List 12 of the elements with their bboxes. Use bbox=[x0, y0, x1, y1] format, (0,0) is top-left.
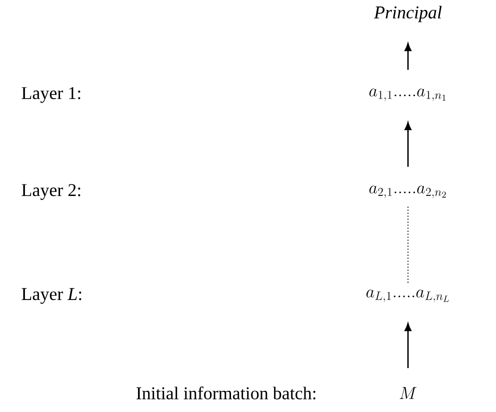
row-label: Layer 1: bbox=[22, 87, 80, 103]
formula-label: $a_{2,1}.....a_{2,n_2}$ bbox=[369, 186, 446, 198]
row-label: Layer 2: bbox=[22, 184, 80, 200]
output-label: Principal bbox=[374, 6, 442, 22]
formula-label: $M$ bbox=[400, 387, 416, 399]
arrow bbox=[404, 43, 412, 70]
row-label: Initial information batch: bbox=[136, 386, 316, 400]
arrow bbox=[404, 122, 412, 167]
row-label: Layer L: bbox=[22, 288, 82, 304]
formula-label: $a_{1,1}.....a_{1,n_1}$ bbox=[369, 88, 446, 102]
formula-label: $a_{L,1}.....a_{L,n_L}$ bbox=[366, 290, 449, 302]
arrow bbox=[404, 323, 412, 368]
